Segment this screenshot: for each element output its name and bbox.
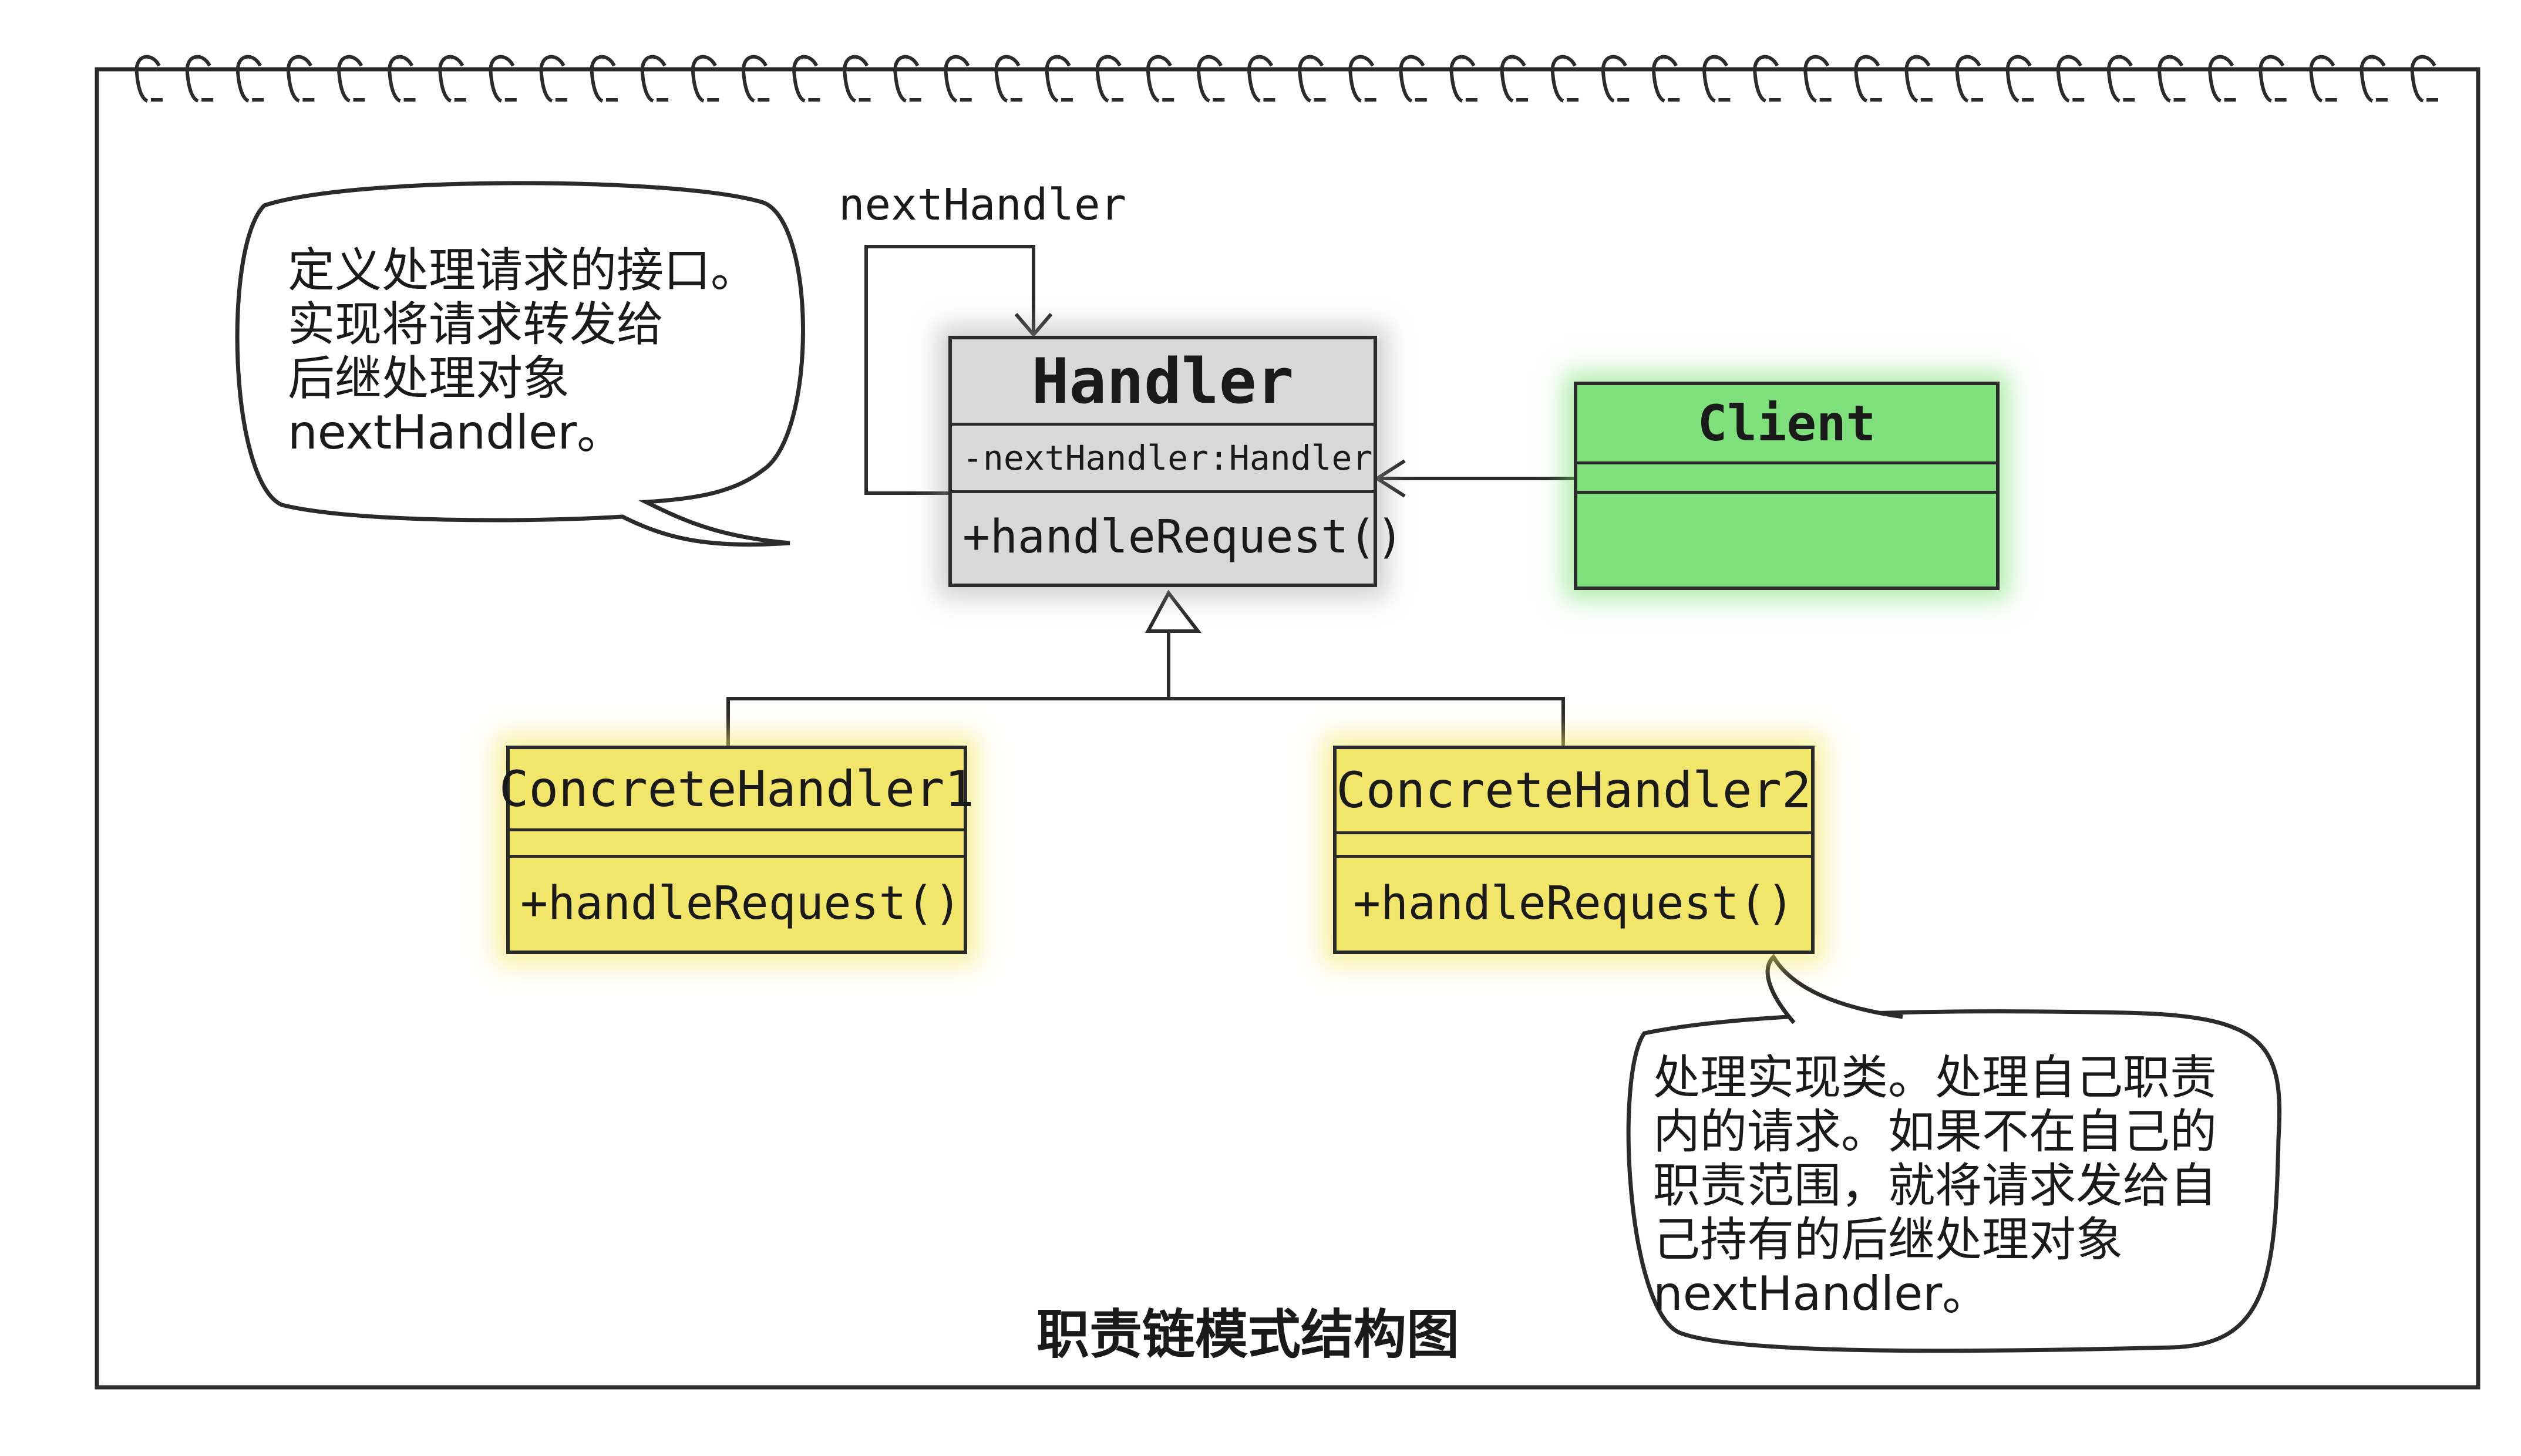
spiral-ring <box>438 55 466 103</box>
handler-attr-divider <box>952 490 1374 493</box>
concrete-note-line: 己持有的后继处理对象 <box>1653 1212 2123 1267</box>
spiral-ring <box>1652 55 1680 103</box>
concrete-note-tail <box>1765 953 1903 1024</box>
spiral-ring <box>640 55 669 103</box>
spiral-ring <box>185 55 214 103</box>
spiral-ring <box>134 55 163 103</box>
spiral-ring <box>2056 55 2085 103</box>
concrete-note-bubble <box>1626 1009 2282 1353</box>
spiral-ring <box>1702 55 1731 103</box>
spiral-ring <box>893 55 921 103</box>
handler-note-line: 后继处理对象 <box>288 351 570 406</box>
concrete-handler1-attr-divider <box>510 855 964 858</box>
client-association-arrowhead <box>1374 459 1406 498</box>
spiral-ring <box>1550 55 1579 103</box>
self-loop-label: nextHandler <box>839 180 1127 230</box>
spiral-ring <box>2309 55 2337 103</box>
concrete-handler1-name-divider <box>510 828 964 831</box>
spiral-ring <box>742 55 770 103</box>
spiral-ring <box>2208 55 2236 103</box>
spiral-ring <box>489 55 517 103</box>
spiral-ring <box>1904 55 1933 103</box>
spiral-ring <box>2107 55 2135 103</box>
concrete-note-line: nextHandler。 <box>1653 1266 1990 1321</box>
spiral-ring <box>944 55 972 103</box>
spiral-ring <box>1601 55 1630 103</box>
concrete-handler1-box: ConcreteHandler1 +handleRequest() <box>499 746 975 954</box>
client-attr-divider <box>1577 491 1996 494</box>
spiral-ring <box>539 55 567 103</box>
spiral-ring <box>792 55 820 103</box>
handler-note-line: 实现将请求转发给 <box>288 297 664 352</box>
spiral-ring <box>1298 55 1326 103</box>
handler-note-line: 定义处理请求的接口。 <box>288 243 758 298</box>
spiral-ring <box>1197 55 1225 103</box>
self-association-line <box>864 245 1035 495</box>
spiral-ring <box>691 55 719 103</box>
spiral-ring <box>1803 55 1832 103</box>
spiral-ring <box>843 55 871 103</box>
spiral-ring <box>235 55 264 103</box>
handler-name-divider <box>952 423 1374 426</box>
spiral-ring <box>1955 55 1983 103</box>
client-name-divider <box>1577 461 1996 464</box>
spiral-ring <box>1399 55 1427 103</box>
spiral-ring <box>1146 55 1174 103</box>
spiral-ring <box>590 55 618 103</box>
notebook-frame <box>95 67 2480 1390</box>
spiral-ring <box>994 55 1022 103</box>
concrete-handler2-box: ConcreteHandler2 +handleRequest() <box>1333 746 1815 954</box>
handler-class-name: Handler <box>1031 345 1294 417</box>
spiral-ring <box>2158 55 2186 103</box>
handler-note-bubble <box>235 181 805 547</box>
spiral-ring <box>287 55 315 103</box>
concrete-handler2-name-divider <box>1337 831 1811 834</box>
handler-class-box: Handler -nextHandler:Handler +handleRequ… <box>948 336 1404 587</box>
client-class-box: Client <box>1574 382 2000 590</box>
spiral-ring <box>1095 55 1124 103</box>
concrete-note-line: 职责范围，就将请求发给自 <box>1653 1158 2217 1213</box>
concrete-handler1-method: +handleRequest() <box>520 877 962 930</box>
spiral-ring <box>2259 55 2287 103</box>
spiral-ring <box>1348 55 1376 103</box>
handler-attribute: -nextHandler:Handler <box>962 438 1373 478</box>
concrete-note-line: 处理实现类。处理自己职责 <box>1653 1050 2217 1105</box>
spiral-ring <box>2410 55 2438 103</box>
inheritance-branch <box>726 697 1565 749</box>
spiral-ring <box>1449 55 1477 103</box>
spiral-ring <box>337 55 365 103</box>
spiral-binding <box>134 55 2438 103</box>
concrete-note-tail-cover <box>1798 1019 1899 1027</box>
spiral-ring <box>388 55 416 103</box>
spiral-ring <box>1247 55 1275 103</box>
spiral-ring <box>1854 55 1882 103</box>
spiral-ring <box>1500 55 1528 103</box>
inheritance-triangle <box>1145 589 1202 633</box>
concrete-handler1-name: ConcreteHandler1 <box>499 760 975 818</box>
handler-note-text: 定义处理请求的接口。 实现将请求转发给 后继处理对象 nextHandler。 <box>288 244 758 460</box>
spiral-ring <box>2360 55 2388 103</box>
handler-method: +handleRequest() <box>962 511 1404 564</box>
concrete-note-line: 内的请求。如果不在自己的 <box>1653 1104 2217 1159</box>
concrete-handler2-attr-divider <box>1337 855 1811 858</box>
concrete-handler2-name: ConcreteHandler2 <box>1336 761 1812 819</box>
self-association-arrowhead <box>1014 313 1053 338</box>
spiral-ring <box>1045 55 1073 103</box>
handler-note-line: nextHandler。 <box>288 405 624 460</box>
spiral-ring <box>2005 55 2034 103</box>
diagram-caption: 职责链模式结构图 <box>1036 1304 1459 1366</box>
concrete-note-text: 处理实现类。处理自己职责 内的请求。如果不在自己的 职责范围，就将请求发给自 己… <box>1653 1051 2217 1321</box>
client-class-name: Client <box>1697 395 1876 452</box>
spiral-ring <box>1753 55 1781 103</box>
concrete-handler2-method: +handleRequest() <box>1353 877 1795 930</box>
